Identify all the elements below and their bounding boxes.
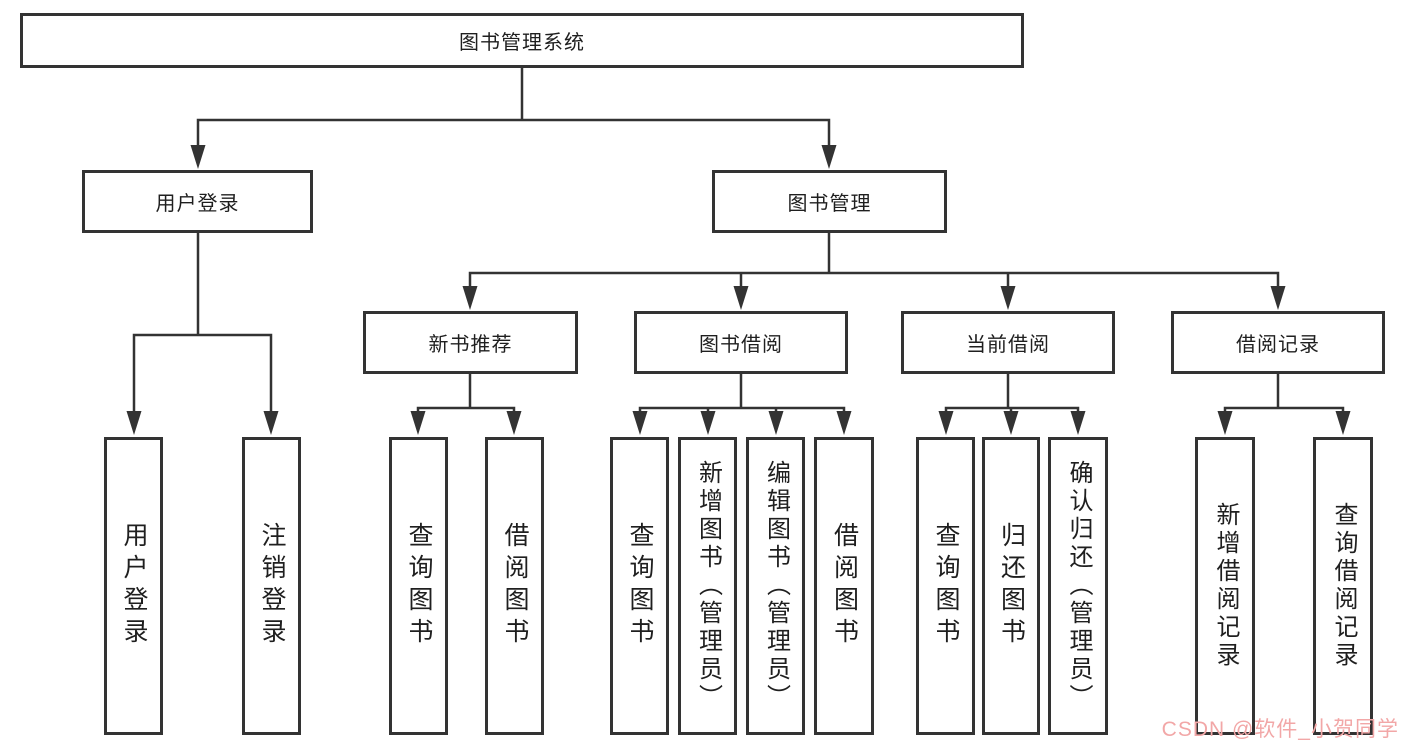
node-user-login: 用户登录 — [82, 170, 313, 233]
connector-level3-bar — [468, 271, 1280, 290]
arrow-to-leaf-login — [126, 411, 142, 435]
arrow-to-leaf-cb-query — [938, 411, 954, 435]
leaf-br-add-record-label: 新增借阅记录 — [1212, 502, 1239, 670]
leaf-bb-add-book-admin: 新增图书（管理员） — [678, 437, 737, 735]
leaf-cb-confirm-return-admin-label: 确认归还（管理员） — [1065, 460, 1092, 712]
node-root: 图书管理系统 — [20, 13, 1024, 68]
leaf-cb-query-book-label: 查询图书 — [932, 522, 960, 650]
arrow-to-nbr — [462, 286, 478, 310]
node-book-borrow: 图书借阅 — [634, 311, 848, 374]
arrow-to-user-login — [190, 145, 206, 169]
node-new-book-recommend: 新书推荐 — [363, 311, 578, 374]
connector-br-bar — [1223, 406, 1345, 414]
arrow-to-leaf-bb-add — [700, 411, 716, 435]
node-root-label: 图书管理系统 — [459, 32, 585, 54]
arrow-to-leaf-br-query — [1335, 411, 1351, 435]
leaf-nbr-query-book-label: 查询图书 — [405, 522, 433, 650]
node-new-book-recommend-label: 新书推荐 — [428, 334, 513, 356]
watermark: CSDN @软件_小贺同学 — [1161, 718, 1399, 741]
leaf-bb-query-book-label: 查询图书 — [626, 522, 654, 650]
node-current-borrow-label: 当前借阅 — [966, 334, 1050, 356]
node-book-borrow-label: 图书借阅 — [699, 334, 783, 356]
leaf-bb-add-book-admin-label: 新增图书（管理员） — [694, 460, 722, 712]
connector-login-bar — [132, 333, 273, 413]
arrow-to-leaf-bb-query — [632, 411, 648, 435]
leaf-bb-query-book: 查询图书 — [610, 437, 669, 735]
node-current-borrow: 当前借阅 — [901, 311, 1115, 374]
leaf-user-login-label: 用户登录 — [120, 522, 148, 650]
leaf-cb-confirm-return-admin: 确认归还（管理员） — [1048, 437, 1108, 735]
arrow-to-leaf-bb-borrow — [836, 411, 852, 435]
arrow-to-leaf-cb-confirm — [1070, 411, 1086, 435]
connector-bb-bar — [638, 406, 846, 414]
leaf-logout-label: 注销登录 — [258, 522, 286, 650]
connector-level2-bar — [196, 118, 831, 147]
node-book-management: 图书管理 — [712, 170, 947, 233]
arrow-to-leaf-br-add — [1217, 411, 1233, 435]
connector-nbr-bar — [416, 406, 516, 414]
arrow-to-leaf-logout — [263, 411, 279, 435]
arrow-to-book-mgmt — [821, 145, 837, 169]
leaf-bb-edit-book-admin: 编辑图书（管理员） — [746, 437, 805, 735]
leaf-cb-return-book: 归还图书 — [982, 437, 1040, 735]
node-user-login-label: 用户登录 — [155, 193, 240, 215]
arrow-to-leaf-nbr-borrow — [506, 411, 522, 435]
leaf-user-login: 用户登录 — [104, 437, 163, 735]
node-borrow-records-label: 借阅记录 — [1236, 334, 1320, 356]
leaf-br-query-record-label: 查询借阅记录 — [1330, 502, 1357, 670]
leaf-nbr-query-book: 查询图书 — [389, 437, 448, 735]
arrowheads — [126, 145, 1351, 435]
leaf-nbr-borrow-book-label: 借阅图书 — [501, 522, 529, 650]
node-book-management-label: 图书管理 — [787, 193, 872, 215]
leaf-logout: 注销登录 — [242, 437, 301, 735]
leaf-br-add-record: 新增借阅记录 — [1195, 437, 1255, 735]
leaf-bb-borrow-book-label: 借阅图书 — [830, 522, 859, 650]
node-borrow-records: 借阅记录 — [1171, 311, 1385, 374]
leaf-cb-return-book-label: 归还图书 — [997, 522, 1026, 650]
arrow-to-leaf-nbr-query — [410, 411, 426, 435]
leaf-nbr-borrow-book: 借阅图书 — [485, 437, 544, 735]
arrow-to-leaf-cb-return — [1003, 411, 1019, 435]
arrow-to-leaf-bb-edit — [768, 411, 784, 435]
arrow-to-br — [1270, 286, 1286, 310]
arrow-to-cb — [1000, 286, 1016, 310]
leaf-cb-query-book: 查询图书 — [916, 437, 975, 735]
arrow-to-bb — [733, 286, 749, 310]
leaf-bb-edit-book-admin-label: 编辑图书（管理员） — [762, 460, 790, 712]
leaf-bb-borrow-book: 借阅图书 — [814, 437, 874, 735]
leaf-br-query-record: 查询借阅记录 — [1313, 437, 1373, 735]
